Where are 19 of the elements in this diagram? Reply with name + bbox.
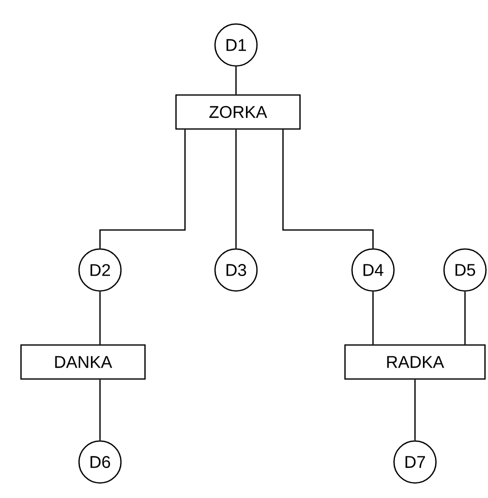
- connector-line: [99, 130, 186, 248]
- connector-line: [282, 130, 374, 248]
- circle-node: D3: [214, 248, 258, 292]
- circle-node: D4: [351, 248, 395, 292]
- connector-line: [464, 292, 466, 344]
- connector-line: [99, 380, 101, 440]
- circle-node: D7: [393, 440, 437, 484]
- connector-line: [235, 130, 237, 248]
- circle-node: D5: [443, 248, 487, 292]
- name-box: RADKA: [344, 344, 486, 380]
- connector-line: [235, 66, 237, 94]
- connector-line: [372, 292, 374, 344]
- connector-line: [414, 380, 416, 440]
- connector-line: [99, 292, 101, 344]
- circle-node: D2: [78, 248, 122, 292]
- circle-node: D1: [214, 23, 258, 67]
- circle-node: D6: [78, 440, 122, 484]
- name-box: DANKA: [20, 344, 146, 380]
- name-box: ZORKA: [175, 94, 301, 130]
